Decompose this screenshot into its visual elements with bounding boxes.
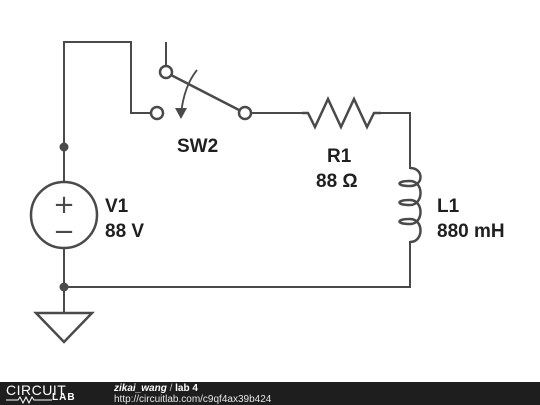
junction-dot-top (59, 142, 69, 152)
inductor-l1[interactable] (398, 166, 422, 244)
resistor-label: R1 (327, 146, 352, 167)
switch-pivot (158, 64, 174, 80)
schematic-canvas: SW2 R1 88 Ω L1 880 mH + − V1 88 V (29, 41, 505, 344)
source-body (29, 180, 99, 250)
junction-dot-bottom (59, 282, 69, 292)
switch-label: SW2 (177, 136, 218, 157)
switch-terminal-right (237, 105, 253, 121)
logo-resistor-icon (6, 396, 52, 404)
switch-blade (170, 73, 240, 112)
wire-bottom (63, 241, 411, 288)
schematic-meta: zikai_wang / lab 4 http://circuitlab.com… (114, 383, 271, 405)
wire-top-left (63, 41, 151, 183)
schematic-url[interactable]: http://circuitlab.com/c9qf4ax39b424 (114, 394, 272, 405)
minus-sign-icon: − (53, 217, 75, 247)
switch-terminal-left (149, 105, 165, 121)
wires (63, 41, 411, 314)
switch-sw2[interactable] (149, 64, 253, 121)
switch-arrow-arc (180, 69, 198, 115)
ground-icon (33, 311, 95, 344)
author-link[interactable]: zikai_wang (114, 383, 167, 394)
voltage-source-v1[interactable]: + − (29, 180, 99, 250)
resistor-value: 88 Ω (316, 171, 358, 192)
source-label: V1 (105, 196, 129, 217)
resistor-r1[interactable] (302, 96, 381, 130)
path-separator: / (166, 383, 176, 394)
inductor-value: 880 mH (437, 221, 505, 242)
circuitlab-logo[interactable]: CIRCUIT LAB (6, 382, 92, 404)
switch-arrow-head (175, 108, 187, 119)
wire-resistor-to-inductor (380, 112, 411, 169)
plus-sign-icon: + (53, 190, 75, 220)
footer-bar: CIRCUIT LAB zikai_wang / lab 4 http://ci… (0, 382, 540, 405)
logo-text-top: CIRCUIT (6, 382, 67, 398)
logo-text-bottom: LAB (52, 392, 76, 403)
inductor-label: L1 (437, 196, 460, 217)
project-name[interactable]: lab 4 (175, 383, 198, 394)
source-value: 88 V (105, 221, 144, 242)
